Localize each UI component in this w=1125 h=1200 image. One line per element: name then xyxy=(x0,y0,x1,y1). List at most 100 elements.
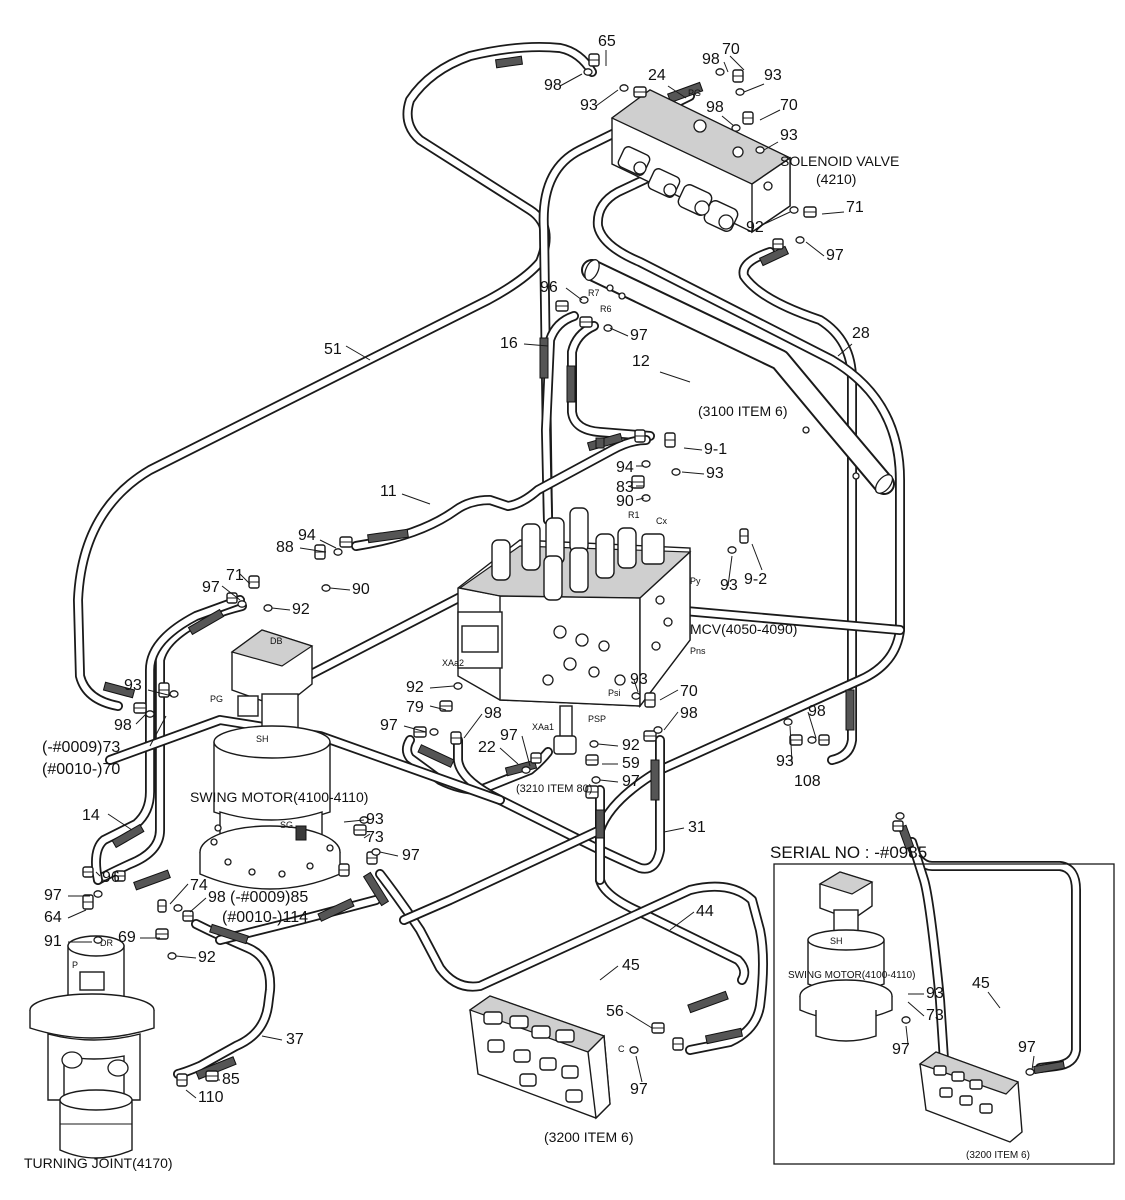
callout-97: 97 xyxy=(202,579,220,596)
leader-line xyxy=(67,909,87,919)
leader-lines xyxy=(67,50,1035,1099)
callout-31: 31 xyxy=(688,819,706,836)
o-ring-93 xyxy=(783,718,793,726)
o-ring-98 xyxy=(715,68,725,76)
callout-97-inset: 97 xyxy=(892,1041,910,1058)
ref-3200-label: (3200 ITEM 6) xyxy=(544,1129,633,1145)
leader-line xyxy=(147,689,173,697)
callout-93: 93 xyxy=(580,97,598,114)
block-fittings xyxy=(483,1011,583,1103)
callout-9-1: 9-1 xyxy=(704,441,727,458)
o-ring-97 xyxy=(93,890,103,898)
leader-line xyxy=(663,827,685,833)
fitting-12-end xyxy=(634,429,646,443)
o-ring-98 xyxy=(807,736,817,744)
fitting-97-block xyxy=(672,1037,684,1051)
turning-joint-label: TURNING JOINT(4170) xyxy=(24,1155,173,1171)
fitting-94 xyxy=(339,536,353,548)
fitting-98-74 xyxy=(182,910,194,922)
fitting-98-xaa xyxy=(450,731,462,745)
fitting-31-top xyxy=(585,785,599,799)
callout-64: 64 xyxy=(44,909,62,926)
leader-line xyxy=(635,1055,643,1083)
o-ring-93 xyxy=(619,84,629,92)
leader-line xyxy=(723,61,729,73)
leader-line xyxy=(221,585,241,601)
callout-93-inset: 93 xyxy=(926,985,944,1002)
mcv-ports xyxy=(542,595,673,686)
port-xaa1: XAa1 xyxy=(532,722,554,732)
o-ring-97 xyxy=(237,600,247,608)
inset-swing-motor xyxy=(799,871,893,1042)
port-xaa2: XAa2 xyxy=(442,658,464,668)
ref-3100-label: (3100 ITEM 6) xyxy=(698,403,787,419)
leader-line xyxy=(299,547,327,553)
callout-74: 74 xyxy=(190,877,208,894)
inset-swing-motor-label: SWING MOTOR(4100-4110) xyxy=(788,970,915,981)
port-psp: PSP xyxy=(588,714,606,724)
callout-92: 92 xyxy=(406,679,424,696)
o-ring-92 xyxy=(789,206,799,214)
o-ring-93 xyxy=(755,146,765,154)
port-block-3200 xyxy=(468,995,611,1120)
o-ring-97-inset xyxy=(901,1016,911,1024)
o-ring-90 xyxy=(321,584,331,592)
callout-92: 92 xyxy=(622,737,640,754)
port-py: Py xyxy=(690,576,701,586)
solenoid-valve xyxy=(610,89,792,234)
fitting-71 xyxy=(803,206,817,218)
solenoid-coils xyxy=(617,146,739,232)
o-ring-93 xyxy=(727,546,737,554)
leader-line xyxy=(987,991,1001,1009)
leader-line xyxy=(727,555,733,587)
callout-94: 94 xyxy=(298,527,316,544)
callout-73: 73 xyxy=(366,829,384,846)
inset-ref-3200-label: (3200 ITEM 6) xyxy=(966,1150,1030,1161)
callout-45: 45 xyxy=(622,957,640,974)
leader-line xyxy=(523,343,549,347)
leader-line xyxy=(559,73,583,87)
callout-97: 97 xyxy=(380,717,398,734)
callout-98: 98 xyxy=(208,889,226,906)
leader-line xyxy=(319,539,337,549)
pipe-14 xyxy=(91,595,245,885)
fitting-56 xyxy=(651,1022,665,1034)
callout-90: 90 xyxy=(616,493,634,510)
callout-96: 96 xyxy=(102,869,120,886)
port-dr: DR xyxy=(100,938,113,948)
fitting-85 xyxy=(338,863,350,877)
callout-93: 93 xyxy=(780,127,798,144)
callout-83: 83 xyxy=(616,479,634,496)
o-ring-97 xyxy=(371,848,381,856)
leader-line xyxy=(429,685,455,689)
leader-line xyxy=(667,85,687,99)
ref-3210-label: (3210 ITEM 80) xyxy=(516,783,592,795)
callout-12: 12 xyxy=(632,353,650,370)
o-ring-97 xyxy=(795,236,805,244)
callout-97: 97 xyxy=(402,847,420,864)
pipe-22b xyxy=(453,735,665,874)
callout-70: 70 xyxy=(722,41,740,58)
leader-line xyxy=(599,779,619,783)
turning-joint xyxy=(29,935,155,1159)
leader-line xyxy=(239,573,251,585)
fitting-98-left xyxy=(133,702,147,714)
leader-line xyxy=(499,747,519,765)
o-ring-92 xyxy=(263,604,273,612)
o-ring-91 xyxy=(93,936,103,944)
o-ring-97-inset xyxy=(1025,1068,1035,1076)
fitting-96-low xyxy=(82,866,94,878)
fitting-74 xyxy=(157,899,167,913)
callout-88: 88 xyxy=(276,539,294,556)
callout-59: 59 xyxy=(622,755,640,772)
leader-line xyxy=(751,543,763,571)
leader-line xyxy=(401,493,431,505)
pipe-24 xyxy=(538,91,695,525)
callout-96: 96 xyxy=(540,279,558,296)
pipe-28 xyxy=(738,247,857,765)
callout-numbers: 65 98 93 24 98 70 93 98 70 93 92 71 97 9… xyxy=(42,33,1036,1106)
port-psi: Psi xyxy=(608,688,621,698)
solenoid-valve-label: SOLENOID VALVE xyxy=(780,153,899,169)
callout-110: 110 xyxy=(198,1089,224,1106)
